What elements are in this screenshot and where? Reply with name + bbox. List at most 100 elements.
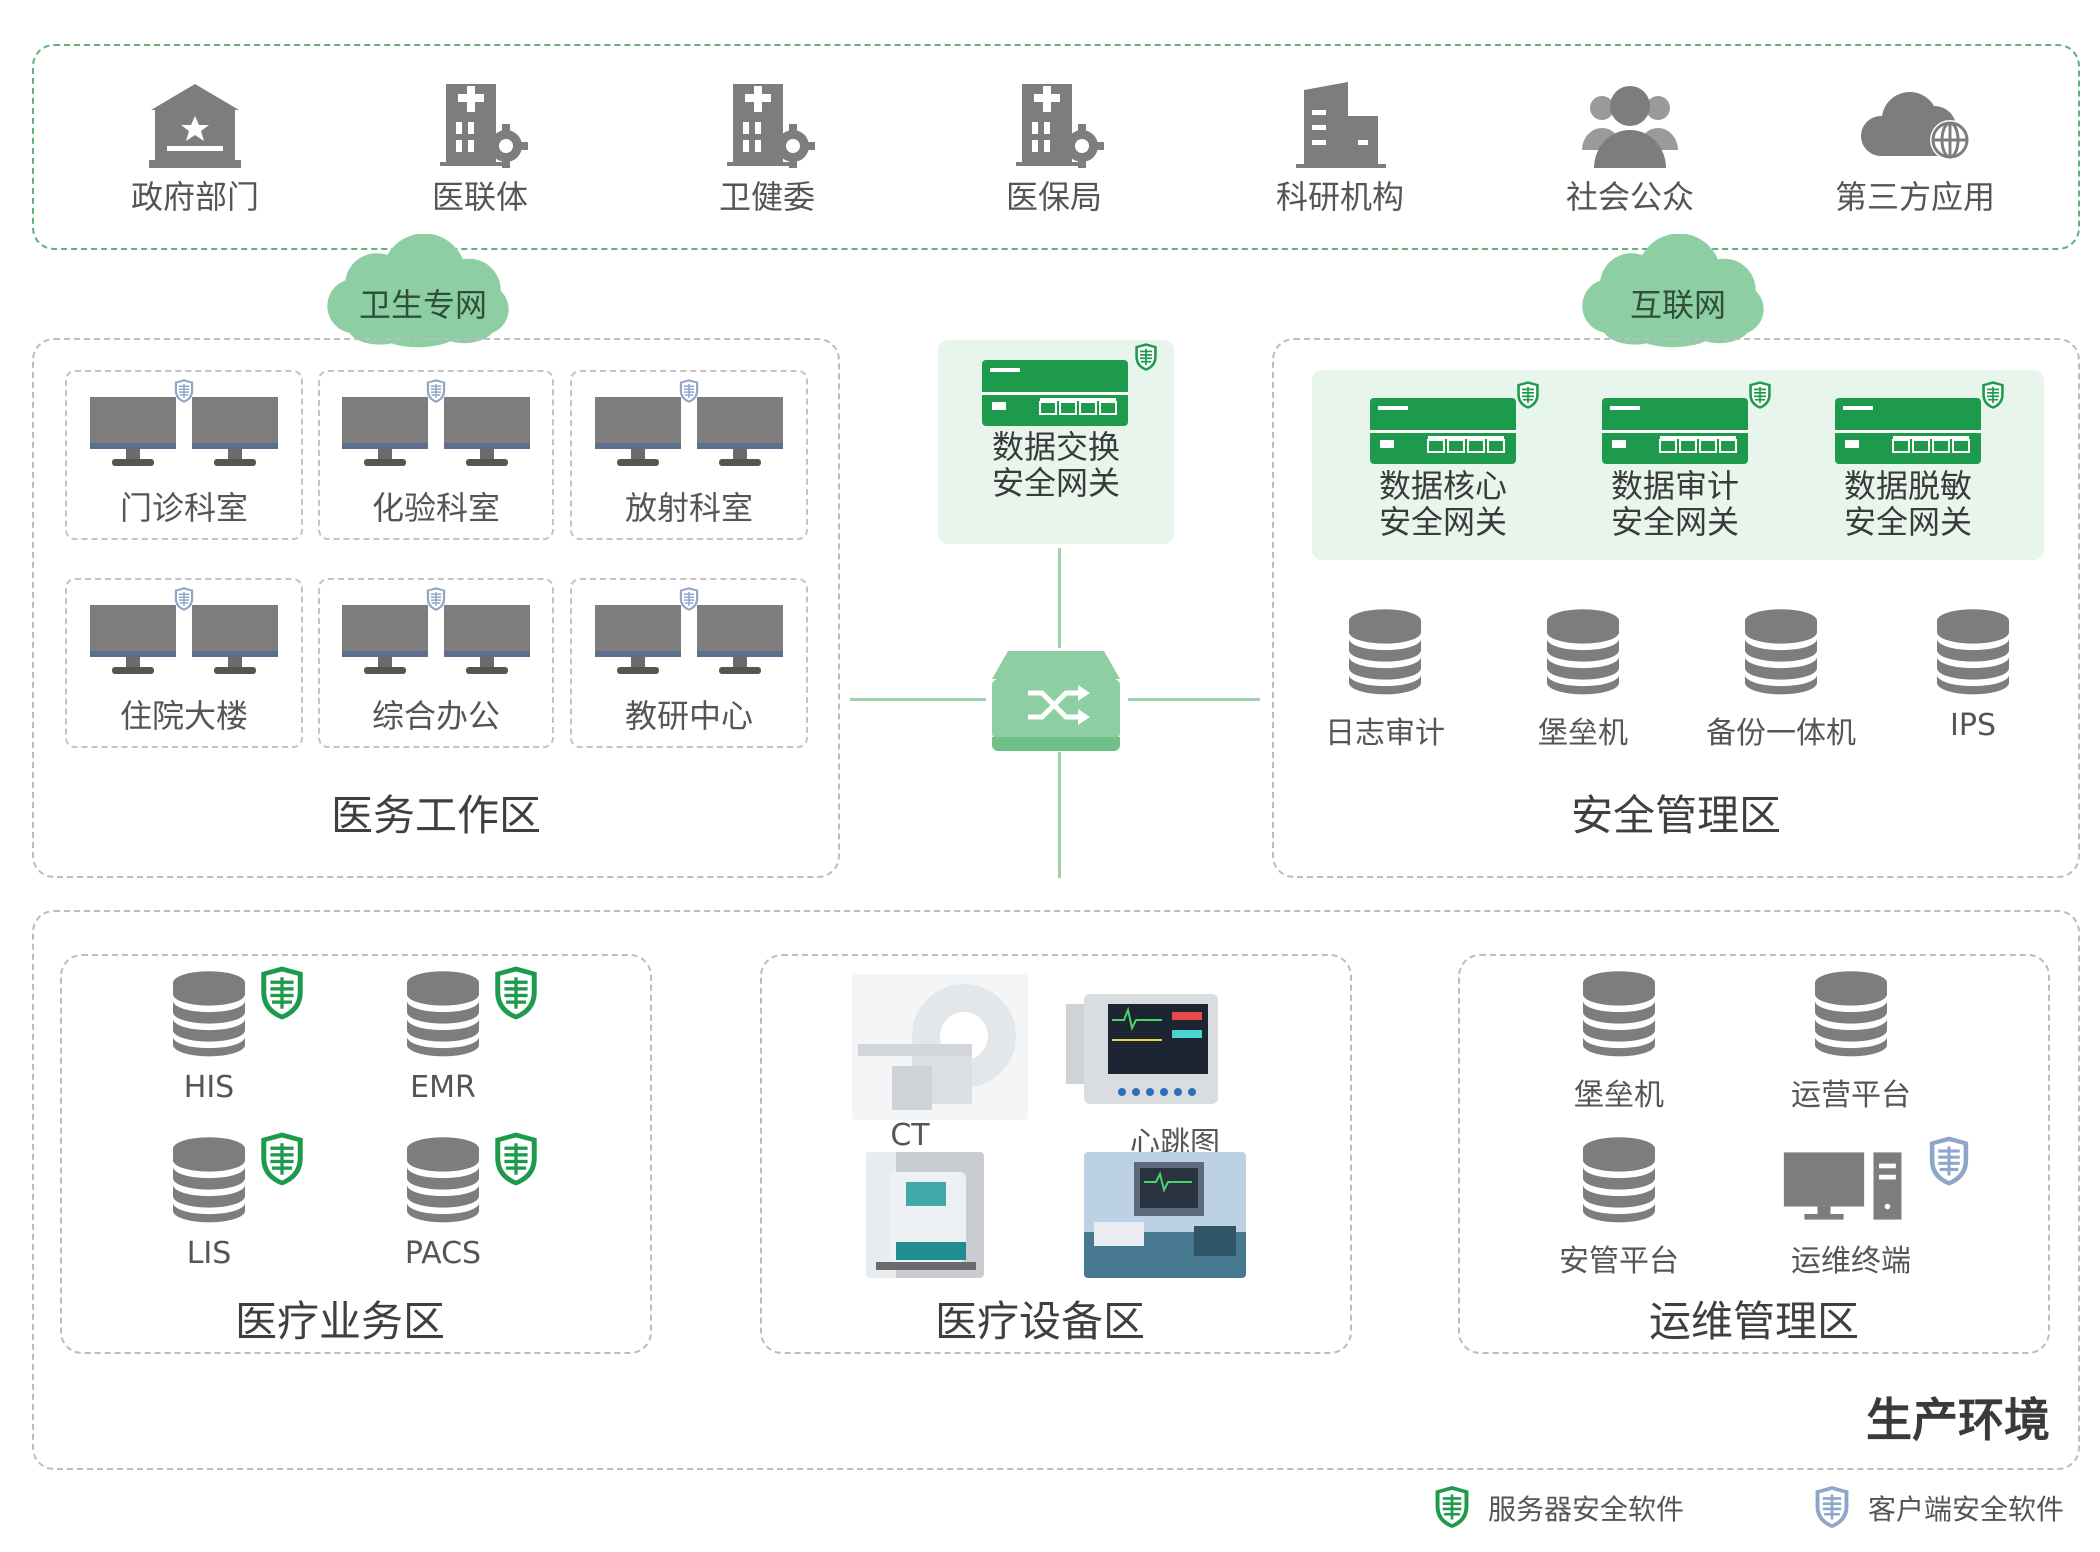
client-shield-icon xyxy=(678,378,700,404)
server-label-ips: IPS xyxy=(1950,708,1996,743)
security-zone-title: 安全管理区 xyxy=(1570,791,1781,840)
security-management-zone xyxy=(1272,338,2080,878)
room-box xyxy=(318,578,554,748)
core-gateway-label-2: 安全网关 xyxy=(1378,503,1507,541)
health-network-label: 卫生专网 xyxy=(358,286,487,324)
core-gateway-label-1: 数据核心 xyxy=(1378,467,1507,505)
entity-label-research: 科研机构 xyxy=(1275,178,1404,216)
server-label-log-audit: 日志审计 xyxy=(1325,716,1445,751)
server-shield-icon xyxy=(1432,1484,1472,1530)
hospital-gear-icon xyxy=(436,80,536,170)
room-label: 住院大楼 xyxy=(119,697,248,735)
monitor-icon xyxy=(190,395,280,470)
medical-work-zone xyxy=(32,338,840,878)
monitor-icon xyxy=(442,603,532,678)
workstation-icon xyxy=(1782,1148,1922,1224)
ops-label-security-platform: 安管平台 xyxy=(1559,1244,1679,1279)
gateway-device-icon xyxy=(1368,396,1518,466)
entity-label-medical-insurance: 医保局 xyxy=(1005,178,1102,216)
monitor-icon xyxy=(695,603,785,678)
monitor-icon xyxy=(593,603,683,678)
room-box xyxy=(65,578,303,748)
server-shield-icon xyxy=(1133,342,1159,372)
client-shield-icon xyxy=(173,378,195,404)
entity-label-third-party: 第三方应用 xyxy=(1834,178,1995,216)
people-icon xyxy=(1580,80,1680,170)
server-shield-icon xyxy=(257,1130,307,1188)
database-icon xyxy=(1576,1134,1662,1224)
masking-gateway-label-2: 安全网关 xyxy=(1843,503,1972,541)
client-shield-icon xyxy=(425,378,447,404)
monitor-icon xyxy=(88,395,178,470)
database-icon xyxy=(1930,606,2016,696)
database-icon xyxy=(1540,606,1626,696)
client-shield-icon xyxy=(173,586,195,612)
database-icon xyxy=(1808,968,1894,1058)
gateway-device-icon xyxy=(1600,396,1750,466)
ops-label-bastion: 堡垒机 xyxy=(1574,1078,1664,1113)
entity-label-health-commission: 卫健委 xyxy=(718,178,815,216)
database-icon xyxy=(1576,968,1662,1058)
exchange-gateway-label-1: 数据交换 xyxy=(991,428,1120,466)
database-icon xyxy=(166,968,252,1058)
exchange-gateway-label-2: 安全网关 xyxy=(991,464,1120,502)
room-box xyxy=(318,370,554,540)
database-icon xyxy=(400,1134,486,1224)
room-label: 综合办公 xyxy=(371,697,500,735)
device-label-ct: CT xyxy=(890,1118,930,1153)
database-icon xyxy=(166,1134,252,1224)
monitor-icon xyxy=(190,603,280,678)
audit-gateway-label-2: 安全网关 xyxy=(1610,503,1739,541)
server-shield-icon xyxy=(257,964,307,1022)
server-shield-icon xyxy=(1747,380,1773,410)
room-label: 化验科室 xyxy=(371,489,500,527)
office-building-icon xyxy=(1290,80,1390,170)
system-label-emr: EMR xyxy=(410,1070,476,1105)
icu-monitor-image xyxy=(1084,1152,1246,1278)
server-shield-icon xyxy=(1980,380,2006,410)
monitor-icon xyxy=(442,395,532,470)
audit-gateway-label-1: 数据审计 xyxy=(1610,467,1739,505)
monitor-icon xyxy=(340,603,430,678)
masking-gateway-label-1: 数据脱敏 xyxy=(1843,467,1972,505)
client-shield-icon xyxy=(425,586,447,612)
client-shield-icon xyxy=(678,586,700,612)
production-environment-title: 生产环境 xyxy=(1866,1393,2050,1447)
client-shield-icon xyxy=(1812,1484,1852,1530)
external-entities-panel xyxy=(32,44,2080,250)
room-label: 门诊科室 xyxy=(119,489,248,527)
ops-label-operation-platform: 运营平台 xyxy=(1791,1078,1911,1113)
gateway-device-icon xyxy=(980,358,1130,428)
medical-device-zone xyxy=(760,954,1352,1354)
server-label-backup: 备份一体机 xyxy=(1706,716,1856,751)
cloud-globe-icon xyxy=(1858,82,1978,172)
medical-device-zone-title: 医疗设备区 xyxy=(934,1297,1145,1346)
ops-zone-title: 运维管理区 xyxy=(1648,1297,1859,1346)
entity-label-government: 政府部门 xyxy=(130,178,259,216)
monitor-icon xyxy=(88,603,178,678)
government-icon xyxy=(145,80,245,170)
legend-server-software: 服务器安全软件 xyxy=(1488,1493,1685,1526)
system-label-his: HIS xyxy=(183,1070,235,1105)
lab-equipment-image xyxy=(866,1152,984,1278)
database-icon xyxy=(400,968,486,1058)
entity-label-public: 社会公众 xyxy=(1565,178,1694,216)
monitor-icon xyxy=(340,395,430,470)
room-box xyxy=(570,578,808,748)
monitor-icon xyxy=(593,395,683,470)
room-box xyxy=(65,370,303,540)
medical-business-zone-title: 医疗业务区 xyxy=(234,1297,445,1346)
monitor-icon xyxy=(695,395,785,470)
hospital-gear-icon xyxy=(723,80,823,170)
gateway-device-icon xyxy=(1833,396,1983,466)
internet-label: 互联网 xyxy=(1629,286,1726,324)
client-shield-icon xyxy=(1926,1134,1972,1188)
network-switch-icon xyxy=(986,645,1126,755)
room-box xyxy=(570,370,808,540)
server-shield-icon xyxy=(491,1130,541,1188)
medical-business-zone xyxy=(60,954,652,1354)
system-label-lis: LIS xyxy=(186,1236,232,1271)
ct-scanner-image xyxy=(852,974,1028,1120)
connector-line xyxy=(1058,548,1061,648)
entity-label-medical-alliance: 医联体 xyxy=(431,178,528,216)
